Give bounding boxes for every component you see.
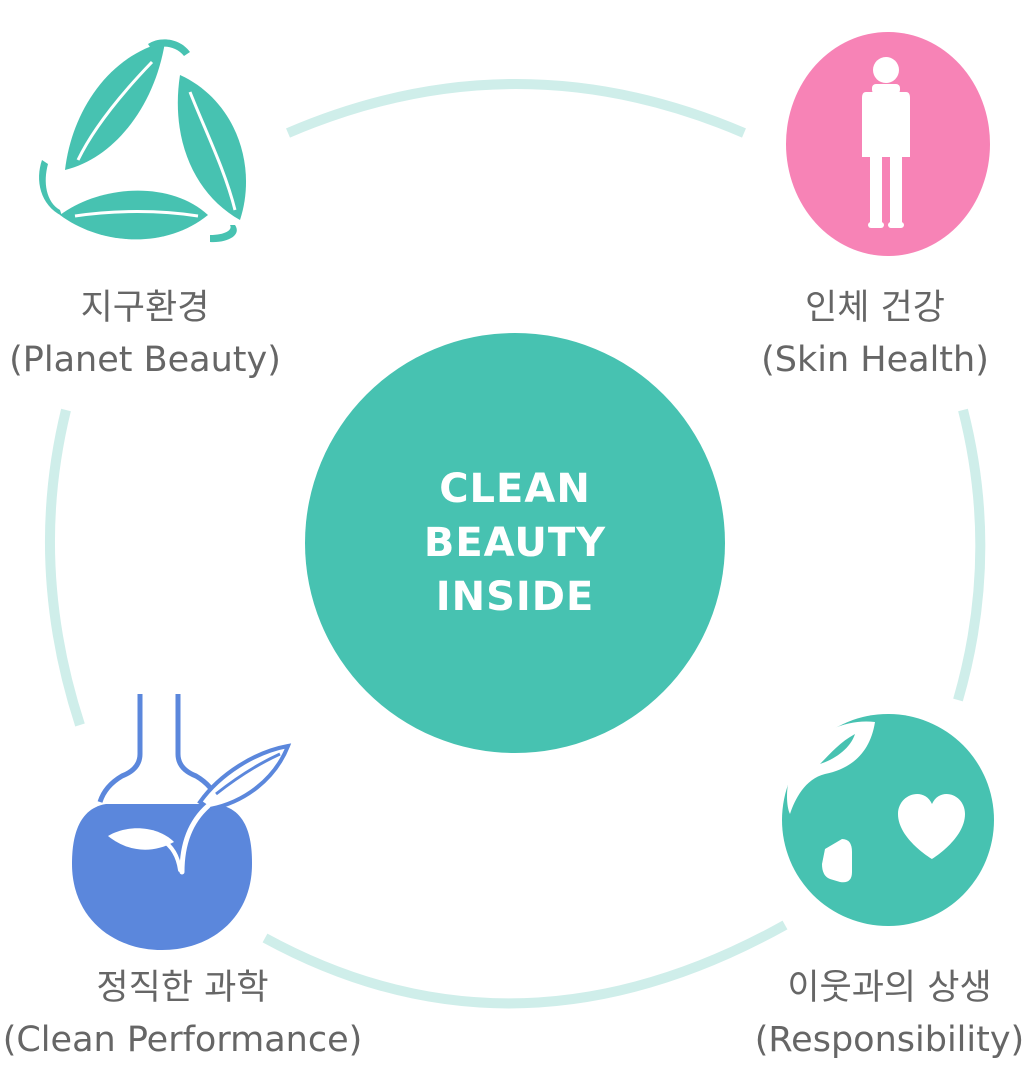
node-skin-title: 인체 건강 [805,288,945,328]
node-performance-title: 정직한 과학 [96,968,269,1008]
node-responsibility-label: 이웃과의 상생 (Responsibility) [752,962,1027,1066]
arc-right [953,408,986,702]
node-responsibility-subtitle: (Responsibility) [754,1020,1025,1060]
node-skin-subtitle: (Skin Health) [761,340,989,380]
center-line-1: CLEAN [439,466,591,512]
node-planet-subtitle: (Planet Beauty) [9,340,281,380]
flask-sprout-icon [72,694,292,950]
center-line-3: INSIDE [435,574,595,620]
node-performance-label: 정직한 과학 (Clean Performance) [0,962,365,1066]
node-skin-label: 인체 건강 (Skin Health) [745,282,1005,386]
center-line-2: BEAUTY [423,520,607,566]
node-performance-subtitle: (Clean Performance) [2,1020,363,1060]
globe-hearts-icon [782,714,994,926]
recycle-leaves-icon [39,39,247,243]
node-planet-title: 지구환경 [80,288,210,328]
node-responsibility-title: 이웃과의 상생 [787,968,992,1008]
arc-bottom [262,920,788,1009]
node-planet-label: 지구환경 (Planet Beauty) [0,282,290,386]
arc-top [286,79,746,138]
center-circle: CLEAN BEAUTY INSIDE [305,333,725,753]
human-figure-icon [786,32,990,256]
arc-left [45,408,85,727]
